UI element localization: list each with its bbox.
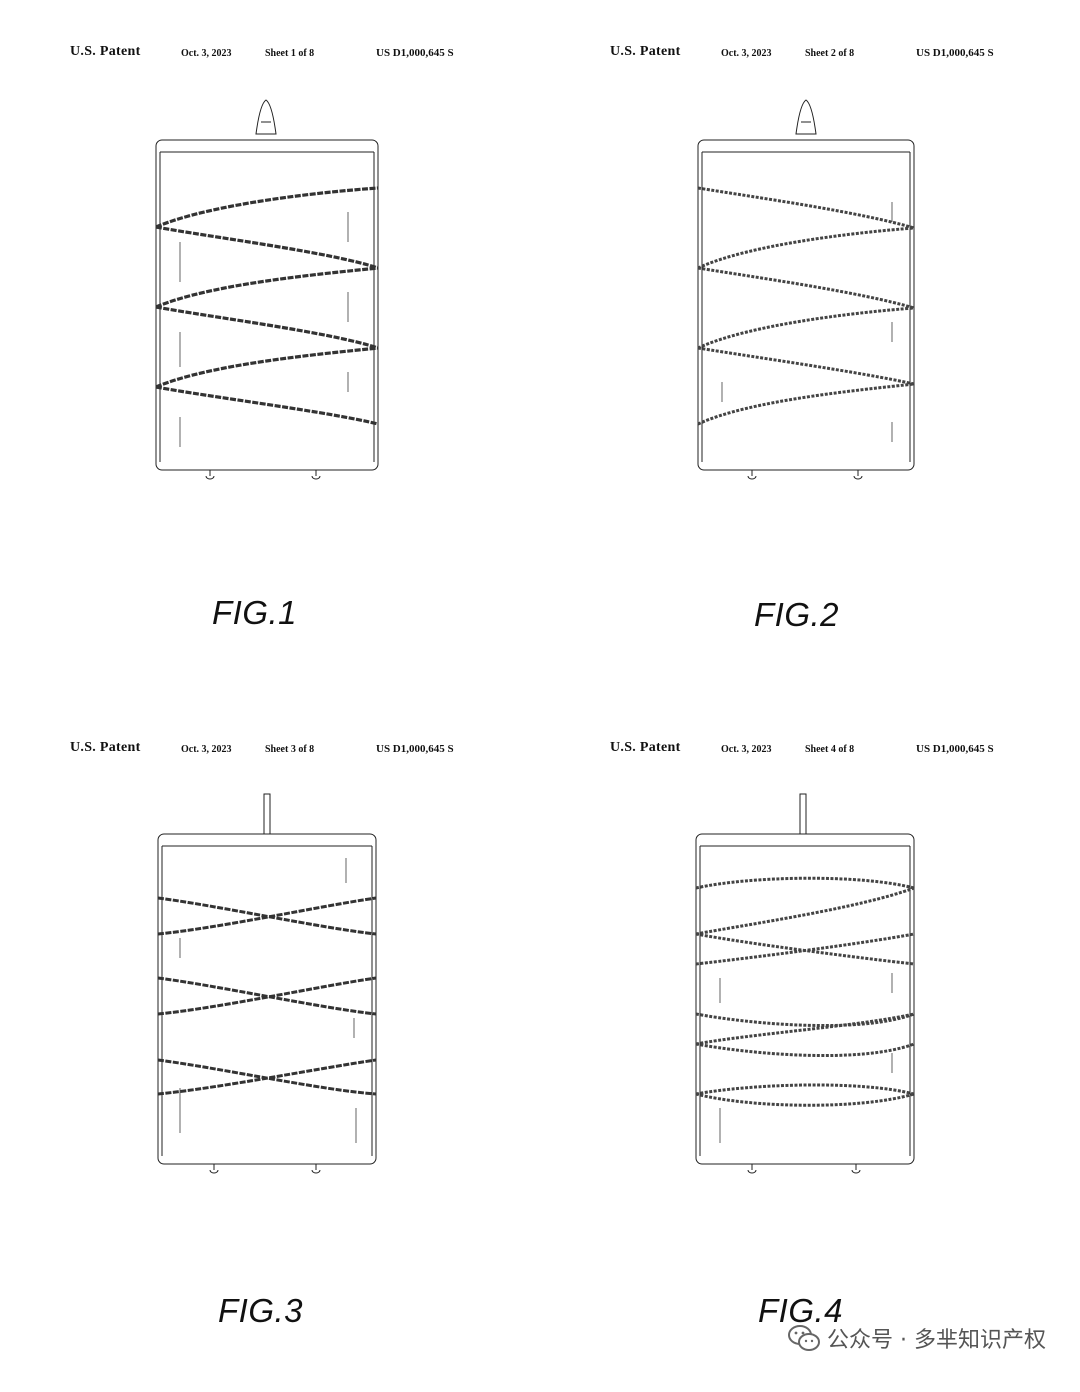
patent-sheet-3: U.S. Patent Oct. 3, 2023 Sheet 3 of 8 US…	[0, 696, 540, 1392]
device-drawing-fig1	[155, 99, 379, 480]
sheet-header: U.S. Patent Oct. 3, 2023 Sheet 4 of 8 US…	[540, 740, 1080, 760]
figure-label: FIG.1	[212, 594, 298, 631]
watermark-text: 公众号 · 多芈知识产权	[827, 1328, 1046, 1353]
sheet-header: U.S. Patent Oct. 3, 2023 Sheet 3 of 8 US…	[0, 740, 540, 760]
sheet-number: Sheet 4 of 8	[805, 744, 855, 755]
device-drawing-fig2	[697, 99, 915, 480]
sheet-number: Sheet 1 of 8	[265, 48, 315, 59]
patent-number: US D1,000,645 S	[376, 47, 454, 59]
patent-sheet-1: U.S. Patent Oct. 3, 2023 Sheet 1 of 8 US…	[0, 0, 540, 696]
patent-label: U.S. Patent	[70, 44, 141, 59]
sheet-number: Sheet 2 of 8	[805, 48, 855, 59]
wechat-watermark: 公众号 · 多芈知识产权	[787, 1322, 1046, 1354]
figure-label: FIG.4	[758, 1292, 844, 1329]
patent-number: US D1,000,645 S	[916, 743, 994, 755]
sheet-header: U.S. Patent Oct. 3, 2023 Sheet 2 of 8 US…	[540, 44, 1080, 64]
patent-date: Oct. 3, 2023	[181, 744, 232, 755]
patent-date: Oct. 3, 2023	[721, 48, 772, 59]
patent-date: Oct. 3, 2023	[721, 744, 772, 755]
patent-label: U.S. Patent	[70, 740, 141, 755]
wechat-icon	[788, 1325, 821, 1351]
device-drawing-fig3	[157, 793, 377, 1174]
patent-label: U.S. Patent	[610, 740, 681, 755]
patent-number: US D1,000,645 S	[916, 47, 994, 59]
sheet-number: Sheet 3 of 8	[265, 744, 315, 755]
patent-label: U.S. Patent	[610, 44, 681, 59]
patent-sheet-4: U.S. Patent Oct. 3, 2023 Sheet 4 of 8 US…	[540, 696, 1080, 1392]
figure-label: FIG.3	[218, 1292, 304, 1329]
patent-number: US D1,000,645 S	[376, 743, 454, 755]
patent-date: Oct. 3, 2023	[181, 48, 232, 59]
sheet-header: U.S. Patent Oct. 3, 2023 Sheet 1 of 8 US…	[0, 44, 540, 64]
patent-sheet-2: U.S. Patent Oct. 3, 2023 Sheet 2 of 8 US…	[540, 0, 1080, 696]
figure-label: FIG.2	[754, 596, 840, 633]
device-drawing-fig4	[695, 793, 915, 1174]
